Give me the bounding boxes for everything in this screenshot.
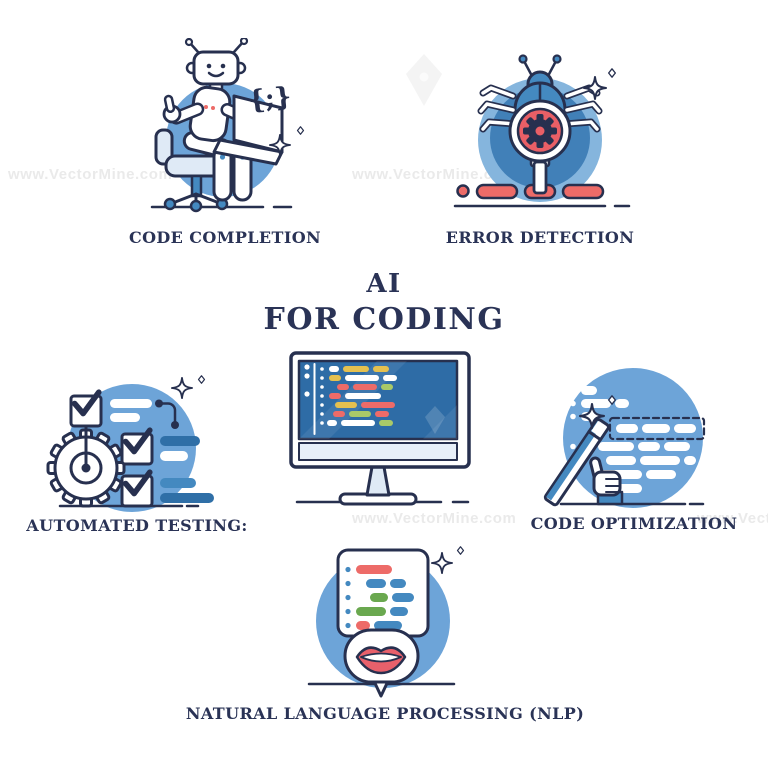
monitor-with-code-icon [289,351,471,506]
bubble-code-lines [345,565,414,630]
sparkle-icon [296,126,305,135]
screen-watermark-logo [425,406,445,434]
sparkle-icon [431,552,453,574]
thumbs-up-icon [589,456,624,506]
feature-nlp: NATURAL LANGUAGE PROCESSING (NLP) [186,540,584,723]
watermark-text: www.VectorMine.com [697,510,768,527]
feature-code-optimization: CODE OPTIMIZATION [510,358,758,533]
feature-code-completion: {;} CODE COMPLETION [110,38,340,247]
title-line-for-coding: FOR CODING [263,302,505,337]
feature-label: CODE COMPLETION [128,228,322,247]
automated-testing-icon [46,375,214,512]
feature-automated-testing: AUTOMATED TESTING: [22,372,252,535]
selection-dashed-box [608,416,706,441]
feature-error-detection: ERROR DETECTION [425,38,655,247]
sparkle-icon [583,76,607,100]
screen-sheen [299,361,457,439]
title-line-ai: AI [366,269,402,299]
sparkle-icon [608,68,616,78]
laptop [212,94,284,166]
monitor-stand [365,465,391,497]
page-title: AI FOR CODING [0,269,768,337]
feature-label: CODE OPTIMIZATION [530,514,738,533]
gear-icon [46,422,126,508]
magnifier [508,99,572,195]
center-illustration [283,350,488,510]
error-underline [456,183,605,200]
watermark-text: www.VectorMine.com [352,166,517,183]
screen-code [304,363,397,435]
robot-head [184,38,249,86]
lips-speech-bubble [343,628,420,698]
feature-label: ERROR DETECTION [445,228,635,247]
error-detection-icon [453,54,631,208]
gear-icon [523,114,557,148]
monitor-screen [297,359,459,441]
feature-label: NATURAL LANGUAGE PROCESSING (NLP) [185,704,585,723]
nlp-icon [307,546,465,698]
code-completion-icon: {;} [150,38,305,213]
sparkle-icon [197,375,206,384]
sparkle-icon [171,377,193,399]
watermark-text: www.VectorMine.com [352,510,517,527]
checklist [69,392,214,508]
monitor-chin [298,442,458,461]
lips-icon [355,646,407,675]
watermark-text: www.VectorMine.com [8,166,173,183]
robot [162,38,284,202]
magic-wand [543,418,610,507]
feature-label: AUTOMATED TESTING: [26,516,248,535]
code-braces-text: {;} [247,82,293,116]
sparkle-icon [456,546,465,555]
code-optimization-icon [543,368,706,508]
watermark-logo-icon [406,54,442,106]
